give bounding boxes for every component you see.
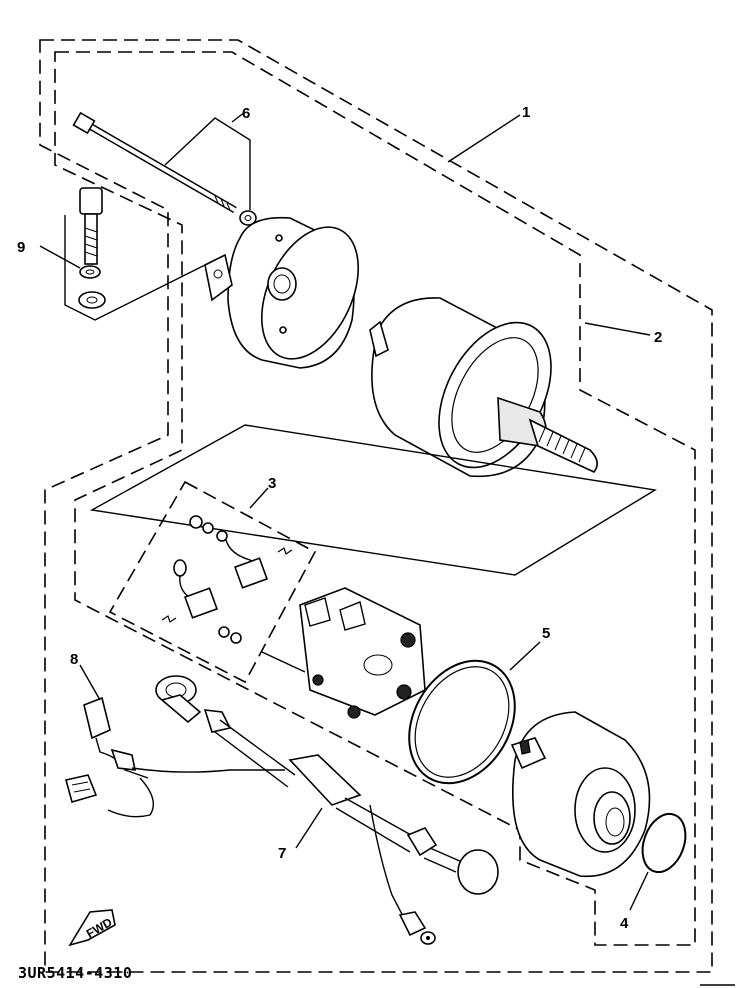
rear-cover [204,216,360,369]
mounting-bolt [78,187,106,309]
fwd-arrow-icon: FWD [68,909,116,947]
callout-2: 2 [654,329,662,346]
o-ring-large [408,659,516,785]
assembly-boundary-1 [39,39,713,973]
callout-8: 8 [70,651,78,668]
starter-cable [155,675,499,945]
callout-1: 1 [522,104,530,121]
callout-5: 5 [542,625,550,642]
brush-holder [299,587,426,719]
callout-4: 4 [620,915,629,932]
brush-kit-boundary [108,480,317,684]
assembly-boundary-2 [54,51,696,946]
through-bolt [72,111,257,226]
assembly-plane [89,424,657,576]
brush-kit [161,515,293,644]
callout-3: 3 [268,475,276,492]
front-cover [510,711,651,878]
callout-9: 9 [17,239,25,256]
armature-yoke [369,297,598,478]
wire-harness [65,696,285,818]
drawing-code: 3UR5414-4310 [18,964,132,982]
callout-7: 7 [278,845,286,862]
callout-6: 6 [242,105,250,122]
o-ring-small [641,812,687,874]
callout-6-leader [164,117,251,210]
